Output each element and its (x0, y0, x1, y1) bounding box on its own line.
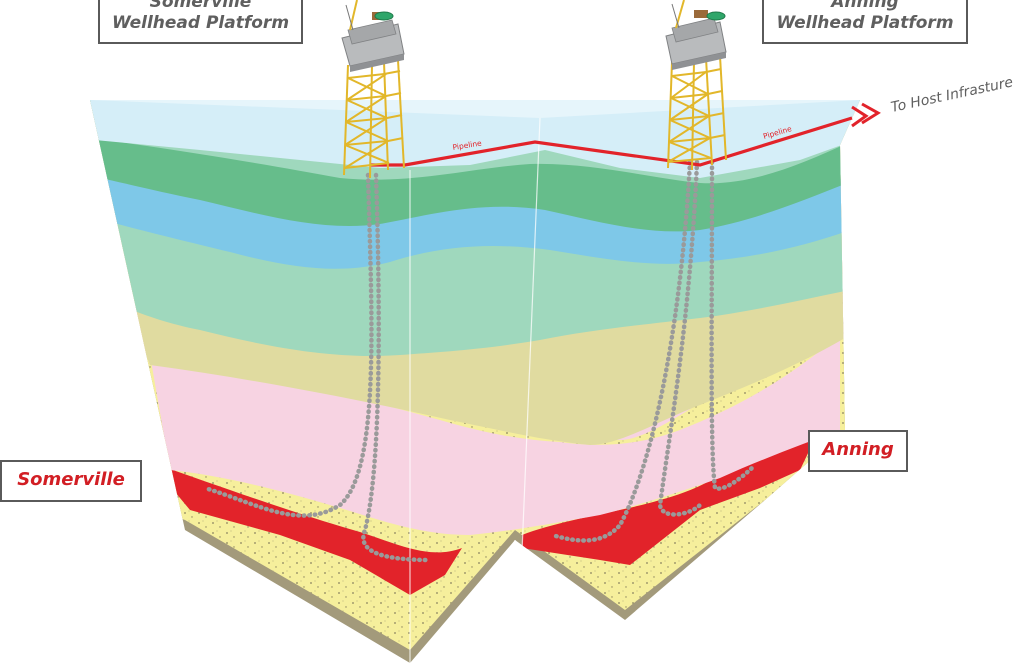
anning-field-label: Anning (822, 439, 894, 460)
somerville-field-callout: Somerville (0, 460, 142, 502)
anning-platform-type: Wellhead Platform (776, 13, 954, 33)
wellbore-somerville-2 (361, 172, 433, 563)
blue-layer (100, 172, 850, 269)
anning-platform-name: Anning (831, 0, 899, 12)
wellbores (202, 159, 758, 563)
wellbore-anning-1 (549, 159, 693, 543)
somerville-jacket (343, 59, 405, 179)
wellbore-somerville-1 (202, 172, 374, 518)
somerville-platform-name: Somerville (149, 0, 252, 12)
somerville-platform-icon (341, 0, 405, 179)
somerville-platform-type: Wellhead Platform (111, 13, 290, 33)
wellbore-anning-2 (657, 159, 703, 517)
export-destination-label: To Host Infrasture (890, 74, 1015, 116)
strata (90, 100, 860, 663)
anning-field-callout: Anning (808, 430, 908, 472)
anning-platform-callout: Anning Wellhead Platform (762, 0, 968, 44)
green-layer (90, 138, 850, 232)
pink-lower-edge (150, 335, 840, 535)
anning-jacket (667, 55, 727, 171)
somerville-platform-callout: Somerville Wellhead Platform (98, 0, 303, 44)
mint-lower (110, 200, 850, 356)
somerville-field-label: Somerville (17, 469, 125, 490)
block-edges (409, 117, 541, 663)
anning-platform-icon (665, 0, 727, 171)
wellbore-anning-3 (709, 159, 758, 491)
pipeline-line (370, 116, 853, 167)
sea-top-surface (90, 100, 860, 118)
export-arrow-icon (851, 102, 881, 128)
